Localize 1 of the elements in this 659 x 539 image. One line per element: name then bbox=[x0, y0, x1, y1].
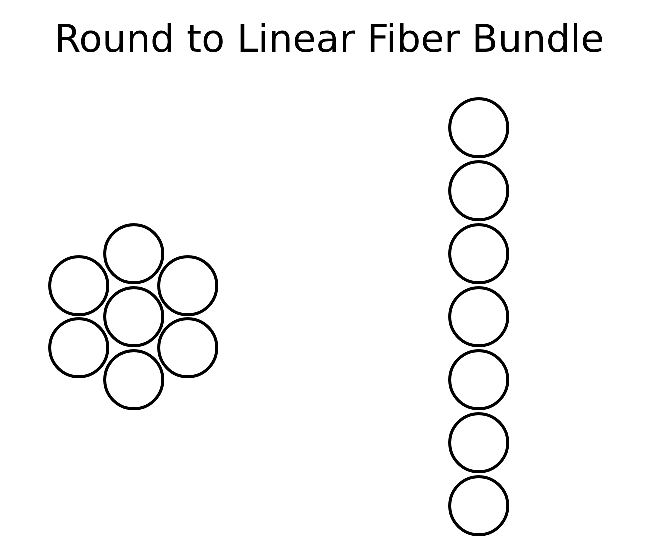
title: Round to Linear Fiber Bundle bbox=[54, 16, 606, 63]
